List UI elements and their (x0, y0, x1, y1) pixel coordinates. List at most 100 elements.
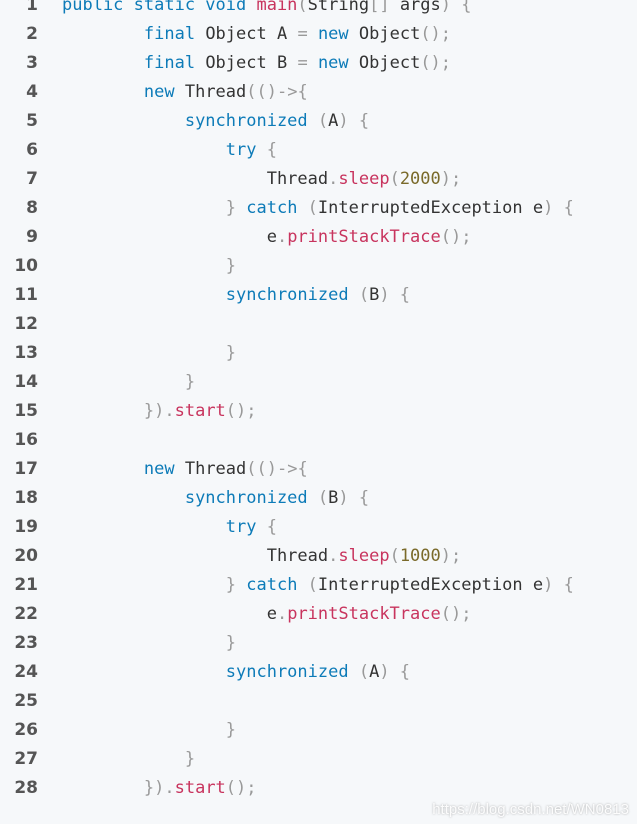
line-number: 3 (26, 53, 38, 73)
code-token-plain: A (369, 662, 380, 682)
code-token-plain (62, 140, 226, 160)
code-token-keyword: catch (246, 198, 298, 218)
code-token-plain: InterruptedException e (317, 198, 544, 218)
code-token-plain: Object (348, 53, 421, 73)
code-token-keyword: synchronized (225, 662, 349, 682)
code-token-punct: ) { (338, 111, 370, 131)
code-token-plain (62, 633, 226, 653)
code-line: } (62, 339, 236, 368)
code-token-punct: } (184, 749, 196, 769)
code-token-punct: . (328, 169, 339, 189)
code-token-punct: (); (420, 53, 452, 73)
code-line: }).start(); (62, 774, 257, 803)
code-token-plain: Thread (266, 169, 329, 189)
code-token-plain (62, 517, 226, 537)
code-token-punct: } (225, 575, 247, 595)
code-token-plain: B (369, 285, 380, 305)
code-line: e.printStackTrace(); (62, 223, 472, 252)
code-token-keyword: final (143, 24, 196, 44)
code-token-punct: ) { (379, 285, 411, 305)
line-number: 26 (14, 720, 38, 740)
code-token-punct: ) { (379, 662, 411, 682)
code-token-plain (62, 198, 226, 218)
code-token-plain: Thread (174, 82, 247, 102)
code-token-keyword: new (143, 459, 175, 479)
code-token-plain (62, 343, 226, 363)
code-line: final Object B = new Object(); (62, 49, 451, 78)
code-token-punct: (); (225, 401, 257, 421)
line-number: 7 (26, 169, 38, 189)
code-token-plain (62, 82, 144, 102)
code-token-plain (62, 720, 226, 740)
code-line: synchronized (B) { (62, 484, 369, 513)
code-token-punct: ( (348, 662, 370, 682)
code-line: Thread.sleep(1000); (62, 542, 462, 571)
code-token-punct: ( (389, 546, 400, 566)
code-token-punct: { (256, 140, 277, 160)
code-token-punct: ( (389, 169, 400, 189)
line-number: 27 (14, 749, 38, 769)
code-line: } (62, 368, 195, 397)
code-token-plain (62, 778, 144, 798)
code-token-punct: . (276, 604, 288, 624)
line-number: 5 (26, 111, 38, 131)
code-token-method: sleep (338, 169, 390, 189)
code-token-keyword: synchronized (225, 285, 349, 305)
code-token-method: start (174, 401, 226, 421)
line-number: 25 (14, 691, 38, 711)
code-line: new Thread(()->{ (62, 455, 308, 484)
code-token-plain (62, 604, 267, 624)
code-line: synchronized (A) { (62, 107, 369, 136)
line-number: 15 (14, 401, 38, 421)
code-token-punct: (); (440, 227, 472, 247)
code-token-punct: ) { (543, 575, 574, 595)
code-token-plain: e (266, 227, 277, 247)
line-number: 8 (26, 198, 38, 218)
code-token-punct: (()->{ (246, 82, 308, 102)
code-token-punct: (()->{ (246, 459, 308, 479)
code-token-plain (62, 53, 144, 73)
code-token-plain (62, 749, 185, 769)
code-token-plain (62, 401, 144, 421)
code-token-plain: Thread (174, 459, 247, 479)
code-token-plain: Object B (195, 53, 298, 73)
code-token-plain (62, 459, 144, 479)
code-token-plain: InterruptedException e (317, 575, 544, 595)
code-token-punct: ( (297, 198, 318, 218)
line-number: 20 (14, 546, 38, 566)
code-token-keyword: try (225, 517, 257, 537)
line-number: 4 (26, 82, 38, 102)
code-token-keyword: try (225, 140, 257, 160)
code-token-punct: (); (420, 24, 452, 44)
code-token-punct: = (297, 24, 308, 44)
code-token-method: start (174, 778, 226, 798)
code-token-punct: ( (307, 111, 329, 131)
code-token-method: printStackTrace (287, 604, 441, 624)
code-token-punct: ( (348, 285, 370, 305)
code-token-punct: } (225, 720, 237, 740)
line-number: 6 (26, 140, 38, 160)
code-token-punct: ); (440, 169, 462, 189)
code-line: } (62, 745, 195, 774)
code-token-plain: String (307, 0, 370, 15)
code-token-punct: (); (225, 778, 257, 798)
code-token-plain (308, 24, 318, 44)
code-token-keyword: new (317, 24, 349, 44)
code-token-number: 2000 (399, 169, 441, 189)
code-token-punct: [] (369, 0, 400, 15)
line-number: 23 (14, 633, 38, 653)
code-line: try { (62, 513, 277, 542)
code-token-plain: A (328, 111, 339, 131)
code-token-punct: } (184, 372, 196, 392)
code-line: } (62, 716, 236, 745)
code-token-punct: }). (143, 401, 175, 421)
line-number: 9 (26, 227, 38, 247)
line-number: 1 (26, 0, 38, 15)
code-token-punct: ) { (543, 198, 574, 218)
code-token-plain: B (328, 488, 339, 508)
code-token-punct: } (225, 633, 237, 653)
code-token-method: main (256, 0, 298, 15)
code-token-punct: ) { (338, 488, 370, 508)
code-line: public static void main(String[] args) { (62, 0, 471, 20)
code-token-plain (62, 372, 185, 392)
